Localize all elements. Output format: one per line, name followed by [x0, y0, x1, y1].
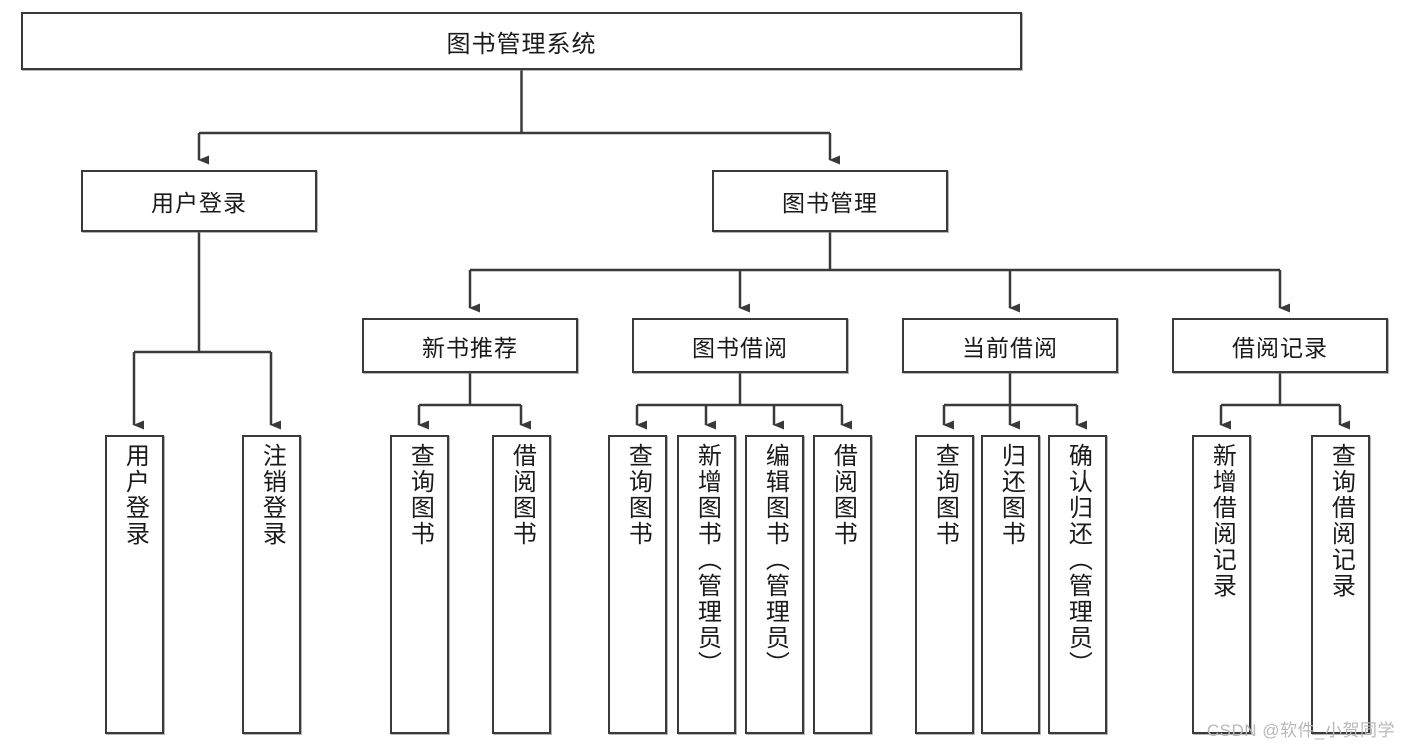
- leaf-label: 新增图书（管理员）: [693, 443, 721, 677]
- node-book-borrow[interactable]: 图书借阅: [632, 318, 848, 373]
- watermark-credit: CSDN @软件_小贺同学: [1206, 721, 1395, 740]
- leaf-book-borrow-2[interactable]: 编辑图书（管理员）: [745, 435, 804, 734]
- leaf-label: 归还图书: [997, 443, 1025, 547]
- leaf-user-login-1[interactable]: 注销登录: [242, 435, 301, 734]
- leaf-new-book-recommend-1[interactable]: 借阅图书: [492, 435, 551, 734]
- leaf-label: 借阅图书: [508, 443, 536, 547]
- node-current-borrow[interactable]: 当前借阅: [902, 318, 1118, 373]
- leaf-label: 注销登录: [258, 443, 286, 547]
- leaf-user-login-0[interactable]: 用户登录: [105, 435, 164, 734]
- leaf-new-book-recommend-0[interactable]: 查询图书: [390, 435, 449, 734]
- leaf-label: 查询借阅记录: [1327, 443, 1355, 599]
- node-root-label: 图书管理系统: [446, 30, 597, 58]
- node-user-login-label: 用户登录: [151, 190, 247, 216]
- leaf-book-borrow-3[interactable]: 借阅图书: [813, 435, 872, 734]
- leaf-label: 确认归还（管理员）: [1064, 443, 1092, 677]
- leaf-label: 用户登录: [121, 443, 149, 547]
- leaf-label: 查询图书: [624, 443, 652, 547]
- leaf-label: 编辑图书（管理员）: [761, 443, 789, 677]
- leaf-label: 借阅图书: [829, 443, 857, 547]
- leaf-book-borrow-1[interactable]: 新增图书（管理员）: [677, 435, 736, 734]
- node-new-book-recommend[interactable]: 新书推荐: [362, 318, 578, 373]
- node-current-borrow-label: 当前借阅: [962, 334, 1058, 361]
- leaf-label: 查询图书: [406, 443, 434, 547]
- leaf-book-borrow-0[interactable]: 查询图书: [608, 435, 667, 734]
- node-book-management[interactable]: 图书管理: [712, 170, 948, 232]
- leaf-current-borrow-2[interactable]: 确认归还（管理员）: [1048, 435, 1107, 734]
- leaf-current-borrow-0[interactable]: 查询图书: [915, 435, 974, 734]
- node-borrow-record[interactable]: 借阅记录: [1172, 318, 1388, 373]
- leaf-current-borrow-1[interactable]: 归还图书: [981, 435, 1040, 734]
- node-new-book-recommend-label: 新书推荐: [422, 334, 518, 361]
- node-borrow-record-label: 借阅记录: [1232, 334, 1328, 361]
- node-book-borrow-label: 图书借阅: [692, 334, 788, 361]
- node-user-login[interactable]: 用户登录: [81, 170, 317, 232]
- leaf-label: 查询图书: [931, 443, 959, 547]
- node-root-library-system[interactable]: 图书管理系统: [21, 12, 1022, 70]
- leaf-label: 新增借阅记录: [1208, 443, 1236, 599]
- leaf-borrow-record-0[interactable]: 新增借阅记录: [1192, 435, 1251, 734]
- leaf-borrow-record-1[interactable]: 查询借阅记录: [1311, 435, 1370, 734]
- node-book-management-label: 图书管理: [782, 190, 878, 216]
